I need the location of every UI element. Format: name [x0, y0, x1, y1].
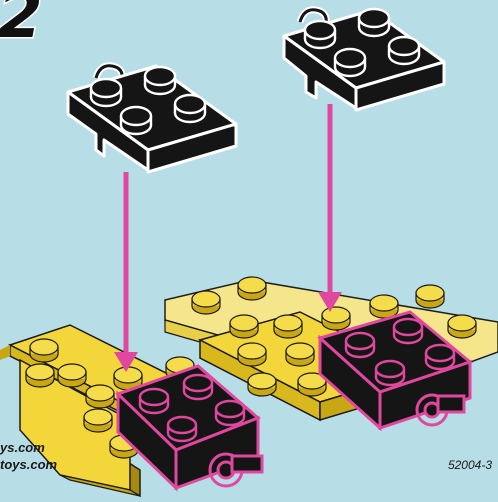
- black-brick-left-icon: [68, 66, 236, 172]
- step-number: 2: [0, 0, 43, 48]
- footer-url-line-2: toys.com: [0, 458, 57, 471]
- placement-arrow-left: [114, 172, 138, 372]
- placement-arrow-right: [318, 104, 342, 312]
- black-brick-right-icon: [284, 9, 444, 110]
- footer-url-line-1: ys.com: [0, 441, 45, 454]
- part-number: 52004-3: [448, 458, 492, 472]
